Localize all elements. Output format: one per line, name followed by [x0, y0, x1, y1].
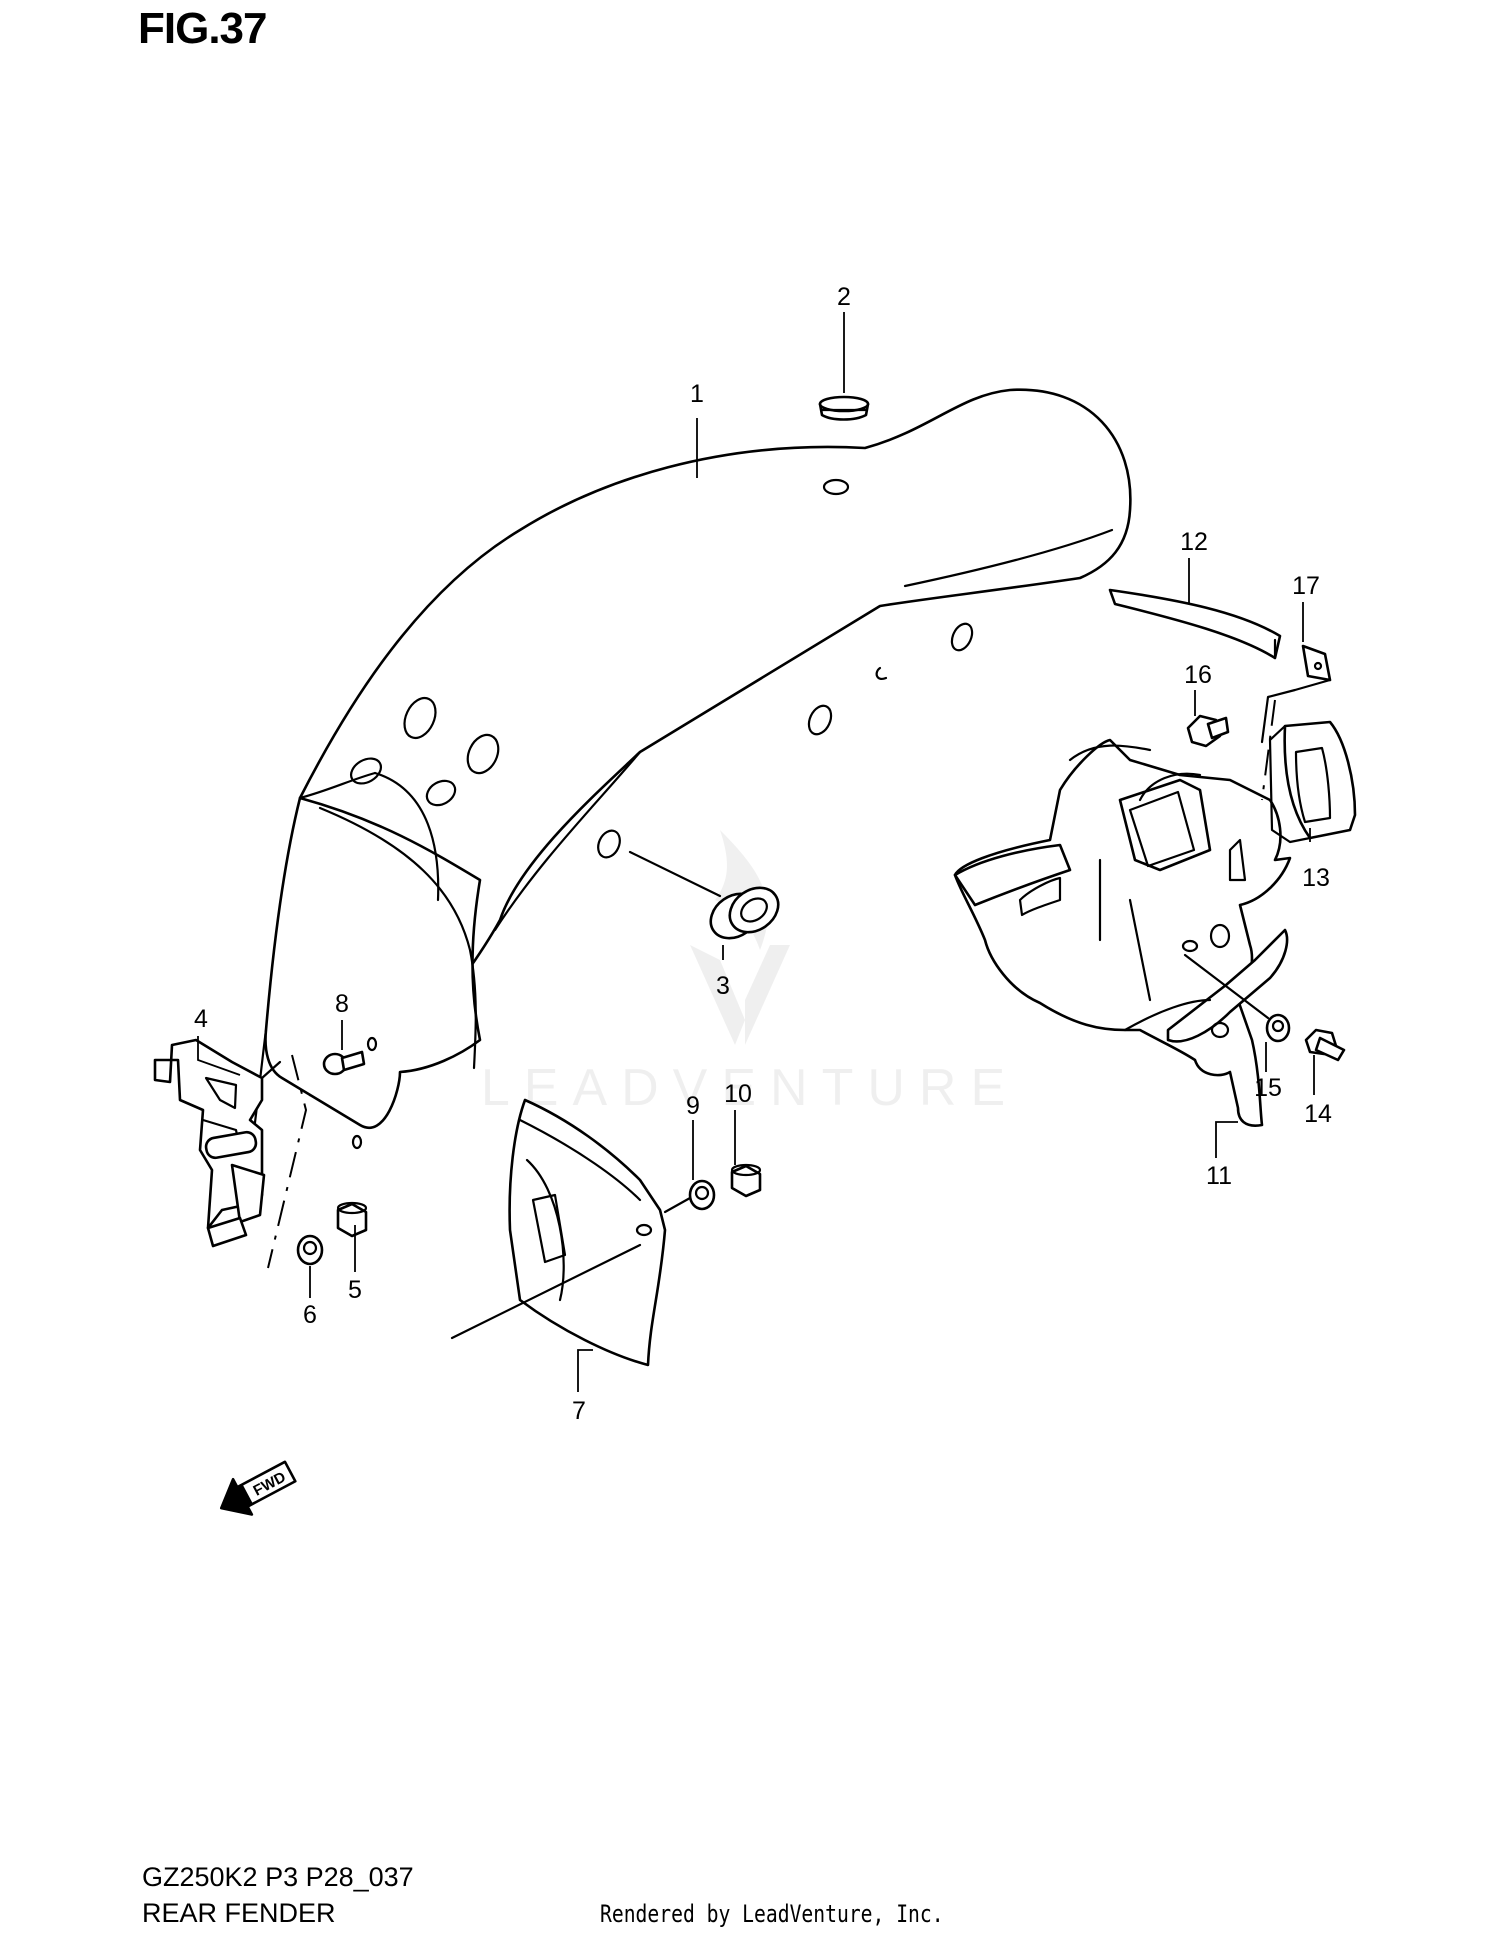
bracket-latch[interactable] [153, 1038, 282, 1248]
figure-title: FIG.37 [138, 4, 267, 53]
callout-3[interactable]: 3 [716, 972, 730, 1000]
grommet-top[interactable] [818, 395, 870, 421]
reflector-pad[interactable] [1268, 720, 1357, 844]
callout-12[interactable]: 12 [1180, 528, 1208, 556]
reflector-strip[interactable] [1108, 588, 1282, 660]
watermark-logo [690, 830, 790, 1045]
mudguard-flap[interactable] [450, 1098, 667, 1367]
callout-7[interactable]: 7 [572, 1397, 586, 1425]
license-bracket[interactable] [953, 738, 1292, 1127]
watermark-text: LEADVENTURE [480, 1059, 1020, 1117]
assembly-line-right [1261, 699, 1276, 801]
washer-15[interactable] [1265, 1013, 1291, 1043]
callout-2[interactable]: 2 [837, 283, 851, 311]
nut-5[interactable] [336, 1201, 368, 1238]
nut-10[interactable] [730, 1163, 762, 1198]
assembly-line-clip [1260, 678, 1332, 744]
callout-labels: 1 2 3 4 5 6 7 8 9 10 11 12 13 14 15 16 1… [194, 283, 1332, 1425]
callout-17[interactable]: 17 [1292, 572, 1320, 600]
callout-4[interactable]: 4 [194, 1005, 208, 1033]
callout-6[interactable]: 6 [303, 1301, 317, 1329]
washer-9[interactable] [663, 1179, 716, 1214]
callout-15[interactable]: 15 [1254, 1074, 1282, 1102]
bolt-8[interactable] [322, 1050, 366, 1076]
callout-8[interactable]: 8 [335, 990, 349, 1018]
callout-10[interactable]: 10 [724, 1080, 752, 1108]
assembly-line-left [267, 1054, 308, 1269]
rear-fender[interactable] [248, 388, 1132, 1162]
washer-6[interactable] [296, 1234, 324, 1266]
callout-11[interactable]: 11 [1206, 1162, 1232, 1190]
bolt-14[interactable] [1304, 1028, 1346, 1062]
grommet-side[interactable] [628, 850, 787, 947]
callout-14[interactable]: 14 [1304, 1100, 1332, 1128]
callout-5[interactable]: 5 [348, 1276, 362, 1304]
render-credit: Rendered by LeadVenture, Inc. [600, 1900, 944, 1928]
assembly-lines [267, 678, 1332, 1269]
callout-13[interactable]: 13 [1302, 864, 1330, 892]
callout-16[interactable]: 16 [1184, 661, 1212, 689]
clip-17[interactable] [1301, 644, 1332, 682]
model-code: GZ250K2 P3 P28_037 [142, 1862, 414, 1892]
assembly-line-washer [1183, 953, 1270, 1020]
fwd-direction-marker: FWD [219, 1460, 297, 1516]
leader-lines [197, 312, 1315, 1392]
section-name: REAR FENDER [142, 1898, 336, 1928]
callout-9[interactable]: 9 [686, 1092, 700, 1120]
callout-1[interactable]: 1 [690, 380, 704, 408]
bolt-16[interactable] [1186, 714, 1230, 748]
